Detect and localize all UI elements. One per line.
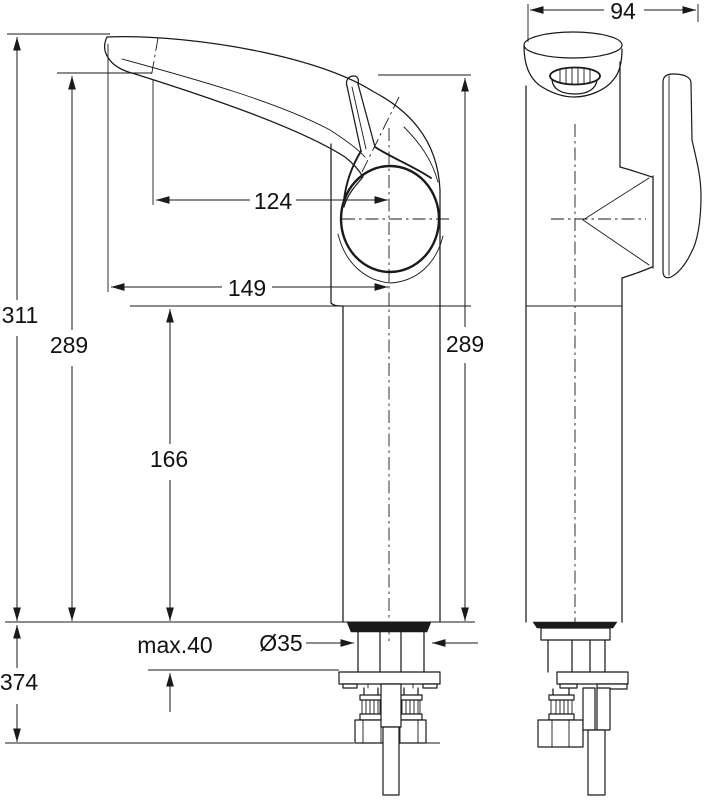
dim-max-counter-thickness: max.40 [137, 632, 213, 712]
mounting-flange [338, 671, 441, 685]
valve-cone [582, 177, 650, 266]
dim-total-height: 311 [2, 36, 39, 622]
dim-handle-top-height: 289 [446, 77, 484, 622]
dim-label-body-depth: 94 [610, 0, 636, 24]
dim-label-spout-tip-to-axis: 124 [254, 188, 293, 214]
base-assembly-side [532, 621, 629, 796]
spout-outlet [523, 31, 623, 98]
dim-spout-outlet-height: 289 [50, 75, 88, 622]
dim-shank-diameter: Ø35 [259, 630, 478, 656]
centerlines-front [150, 37, 451, 645]
dim-label-max-counter-thickness: max.40 [137, 632, 212, 658]
extension-lines [5, 4, 699, 744]
dim-body-shoulder-height: 166 [150, 308, 188, 622]
base-assembly-front [338, 621, 441, 796]
threaded-rod [382, 726, 400, 796]
dim-label-body-shoulder-height: 166 [150, 446, 188, 472]
shank [547, 639, 606, 673]
dim-label-total-height: 311 [2, 302, 39, 328]
spout [104, 36, 441, 623]
handle-knob [337, 164, 444, 284]
dim-label-handle-top-height: 289 [446, 331, 484, 357]
side-view [523, 31, 702, 796]
dim-spout-reach-to-axis: 149 [110, 275, 389, 301]
supply-connector-side [537, 688, 584, 748]
dim-below-counter-length: 374 [0, 624, 38, 743]
dim-label-below-counter-length: 374 [0, 669, 38, 695]
dimensions: 311 289 166 289 374 124 [0, 0, 697, 743]
centerlines-side [551, 124, 646, 640]
aerator [549, 66, 601, 86]
shank-tube [380, 683, 402, 728]
base-ring [346, 621, 432, 633]
dim-label-shank-diameter: Ø35 [259, 630, 302, 656]
base-ring [532, 621, 618, 629]
mounting-flange [556, 671, 629, 685]
front-view [104, 36, 451, 796]
shank [357, 631, 425, 673]
dim-body-depth: 94 [529, 0, 697, 24]
dim-label-spout-reach-to-axis: 149 [228, 275, 266, 301]
lever-handle [343, 75, 432, 201]
threaded-rod [587, 729, 606, 796]
hose-nut [537, 719, 584, 748]
dim-label-spout-outlet-height: 289 [50, 332, 88, 358]
lever-side [662, 73, 702, 279]
dim-spout-tip-to-axis: 124 [155, 188, 389, 214]
aerator-slots [559, 67, 591, 85]
body-side [525, 61, 654, 623]
